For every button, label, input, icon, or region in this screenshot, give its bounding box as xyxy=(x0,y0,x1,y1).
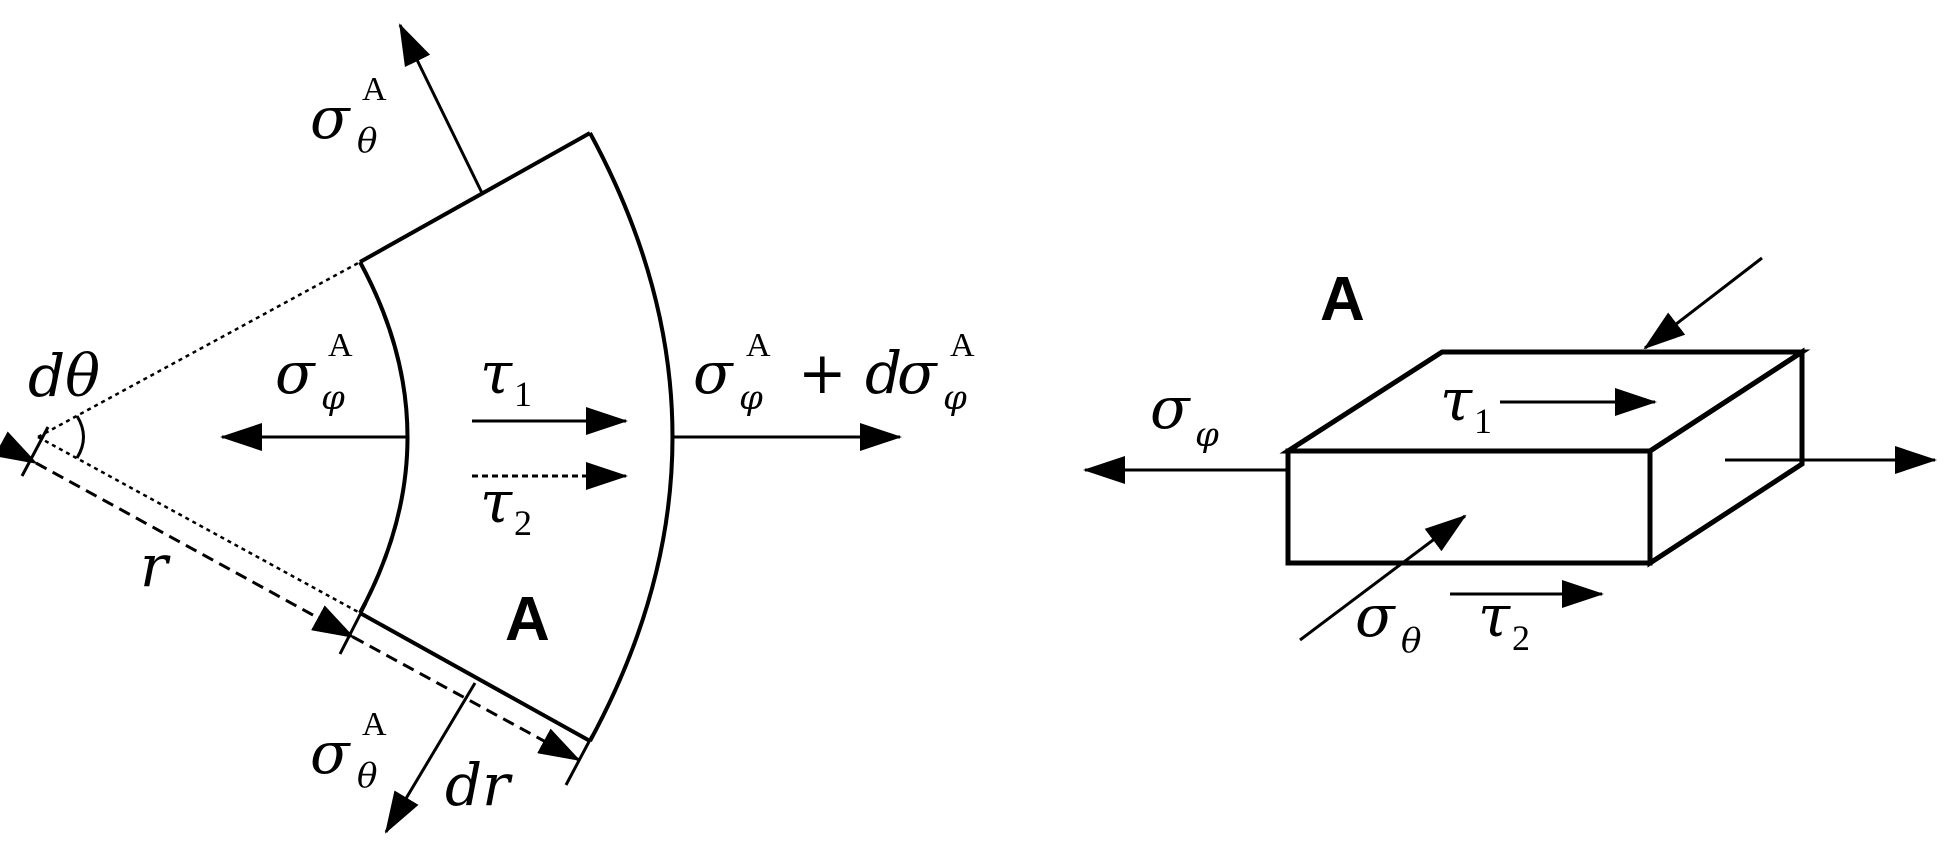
svg-text:A: A xyxy=(950,327,975,364)
dr-extension-line xyxy=(564,735,594,786)
svg-text:σ: σ xyxy=(897,339,938,407)
svg-text:φ: φ xyxy=(943,378,967,418)
svg-text:1: 1 xyxy=(514,374,532,414)
sigma-phi-outer-label: σ φ A + d σ φ A xyxy=(693,327,975,418)
svg-text:A: A xyxy=(746,327,771,364)
svg-text:σ: σ xyxy=(310,84,351,152)
right-tau-2-label: τ 2 xyxy=(1478,582,1530,658)
svg-text:τ: τ xyxy=(480,468,513,536)
svg-text:φ: φ xyxy=(739,378,763,418)
svg-text:+ d: + d xyxy=(798,339,902,407)
svg-text:σ: σ xyxy=(275,339,316,407)
lower-radial-edge xyxy=(359,611,591,743)
svg-text:φ: φ xyxy=(1195,415,1219,455)
curved-element-figure: dθ r dr A σ θ A σ θ A σ φ A σ φ A + d σ … xyxy=(0,23,975,834)
top-normal-arrow xyxy=(1643,256,1763,350)
svg-text:σ: σ xyxy=(1150,374,1191,442)
svg-text:τ: τ xyxy=(480,339,513,407)
sigma-theta-top-label: σ θ A xyxy=(310,71,387,161)
right-tau-1-label: τ 1 xyxy=(1440,366,1492,441)
right-sigma-theta-arrow xyxy=(1299,514,1467,642)
svg-text:σ: σ xyxy=(693,339,734,407)
svg-text:A: A xyxy=(328,327,353,364)
svg-text:σ: σ xyxy=(1355,582,1396,650)
sigma-phi-inner-label: σ φ A xyxy=(275,327,353,418)
right-sigma-phi-label: σ φ xyxy=(1150,374,1219,455)
sigma-theta-bottom-label: σ θ A xyxy=(310,706,387,796)
upper-construction-ray xyxy=(37,260,361,439)
left-region-label: A xyxy=(505,585,550,654)
sigma-theta-bottom-arrow xyxy=(384,682,477,834)
svg-text:σ: σ xyxy=(310,719,351,787)
r-extension-line-right xyxy=(338,602,368,655)
box-element-figure: A σ φ σ θ τ 1 τ 2 xyxy=(1083,256,1937,661)
svg-text:θ: θ xyxy=(1401,621,1421,661)
sigma-theta-top-arrow xyxy=(398,23,484,194)
r-dimension-line xyxy=(0,431,355,639)
svg-text:2: 2 xyxy=(514,503,532,543)
svg-text:τ: τ xyxy=(1440,366,1473,434)
outer-arc-edge xyxy=(588,132,675,742)
svg-text:θ: θ xyxy=(357,121,377,161)
svg-text:φ: φ xyxy=(321,378,345,418)
width-label: dr xyxy=(445,751,513,819)
svg-text:A: A xyxy=(362,706,387,743)
svg-text:2: 2 xyxy=(1512,618,1530,658)
tau-2-label-left: τ 2 xyxy=(480,468,532,543)
radius-label: r xyxy=(140,532,171,600)
svg-text:θ: θ xyxy=(357,756,377,796)
box-front-face xyxy=(1285,448,1653,566)
svg-text:τ: τ xyxy=(1478,582,1511,650)
dr-dimension-line xyxy=(311,605,581,762)
right-sigma-theta-label: σ θ xyxy=(1355,582,1421,661)
angle-arc xyxy=(75,415,85,459)
upper-radial-edge xyxy=(359,131,591,264)
lower-construction-ray xyxy=(37,435,361,615)
right-region-label: A xyxy=(1320,265,1365,334)
svg-text:1: 1 xyxy=(1474,401,1492,441)
tau-1-label-left: τ 1 xyxy=(480,339,532,414)
svg-text:A: A xyxy=(362,71,387,108)
box-right-face xyxy=(1647,347,1805,568)
angle-label: dθ xyxy=(28,342,100,410)
